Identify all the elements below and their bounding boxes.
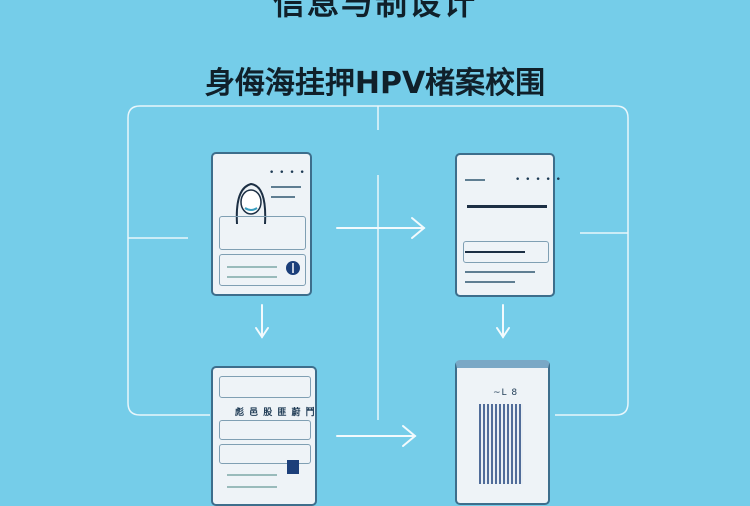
stamp-icon (287, 460, 299, 474)
arrow-right-bottom (336, 425, 417, 447)
arrow-down-left (255, 304, 269, 339)
record-card: • • • • • (455, 153, 561, 297)
shield-icon (286, 261, 300, 275)
phone-qr-card: ~L 8 (455, 360, 550, 505)
card-label: • • • • (269, 168, 306, 178)
arrow-right-top (336, 217, 426, 239)
id-card: • • • • (211, 152, 312, 296)
card-label: 彪 邑 股 匪 蔚 鬥 (235, 408, 316, 418)
qr-code-icon (479, 404, 523, 484)
form-card: 彪 邑 股 匪 蔚 鬥 (211, 366, 317, 506)
frame-left (127, 105, 378, 416)
page-subtitle: 身侮海挂押HPV楮案校围 (204, 66, 546, 101)
page-title: 信息与制设计 (272, 0, 477, 22)
arrow-down-right (496, 304, 510, 339)
frame-right (378, 105, 629, 416)
face-icon (235, 182, 267, 225)
card-label: ~L 8 (493, 388, 519, 398)
card-label: • • • • • (515, 175, 562, 185)
